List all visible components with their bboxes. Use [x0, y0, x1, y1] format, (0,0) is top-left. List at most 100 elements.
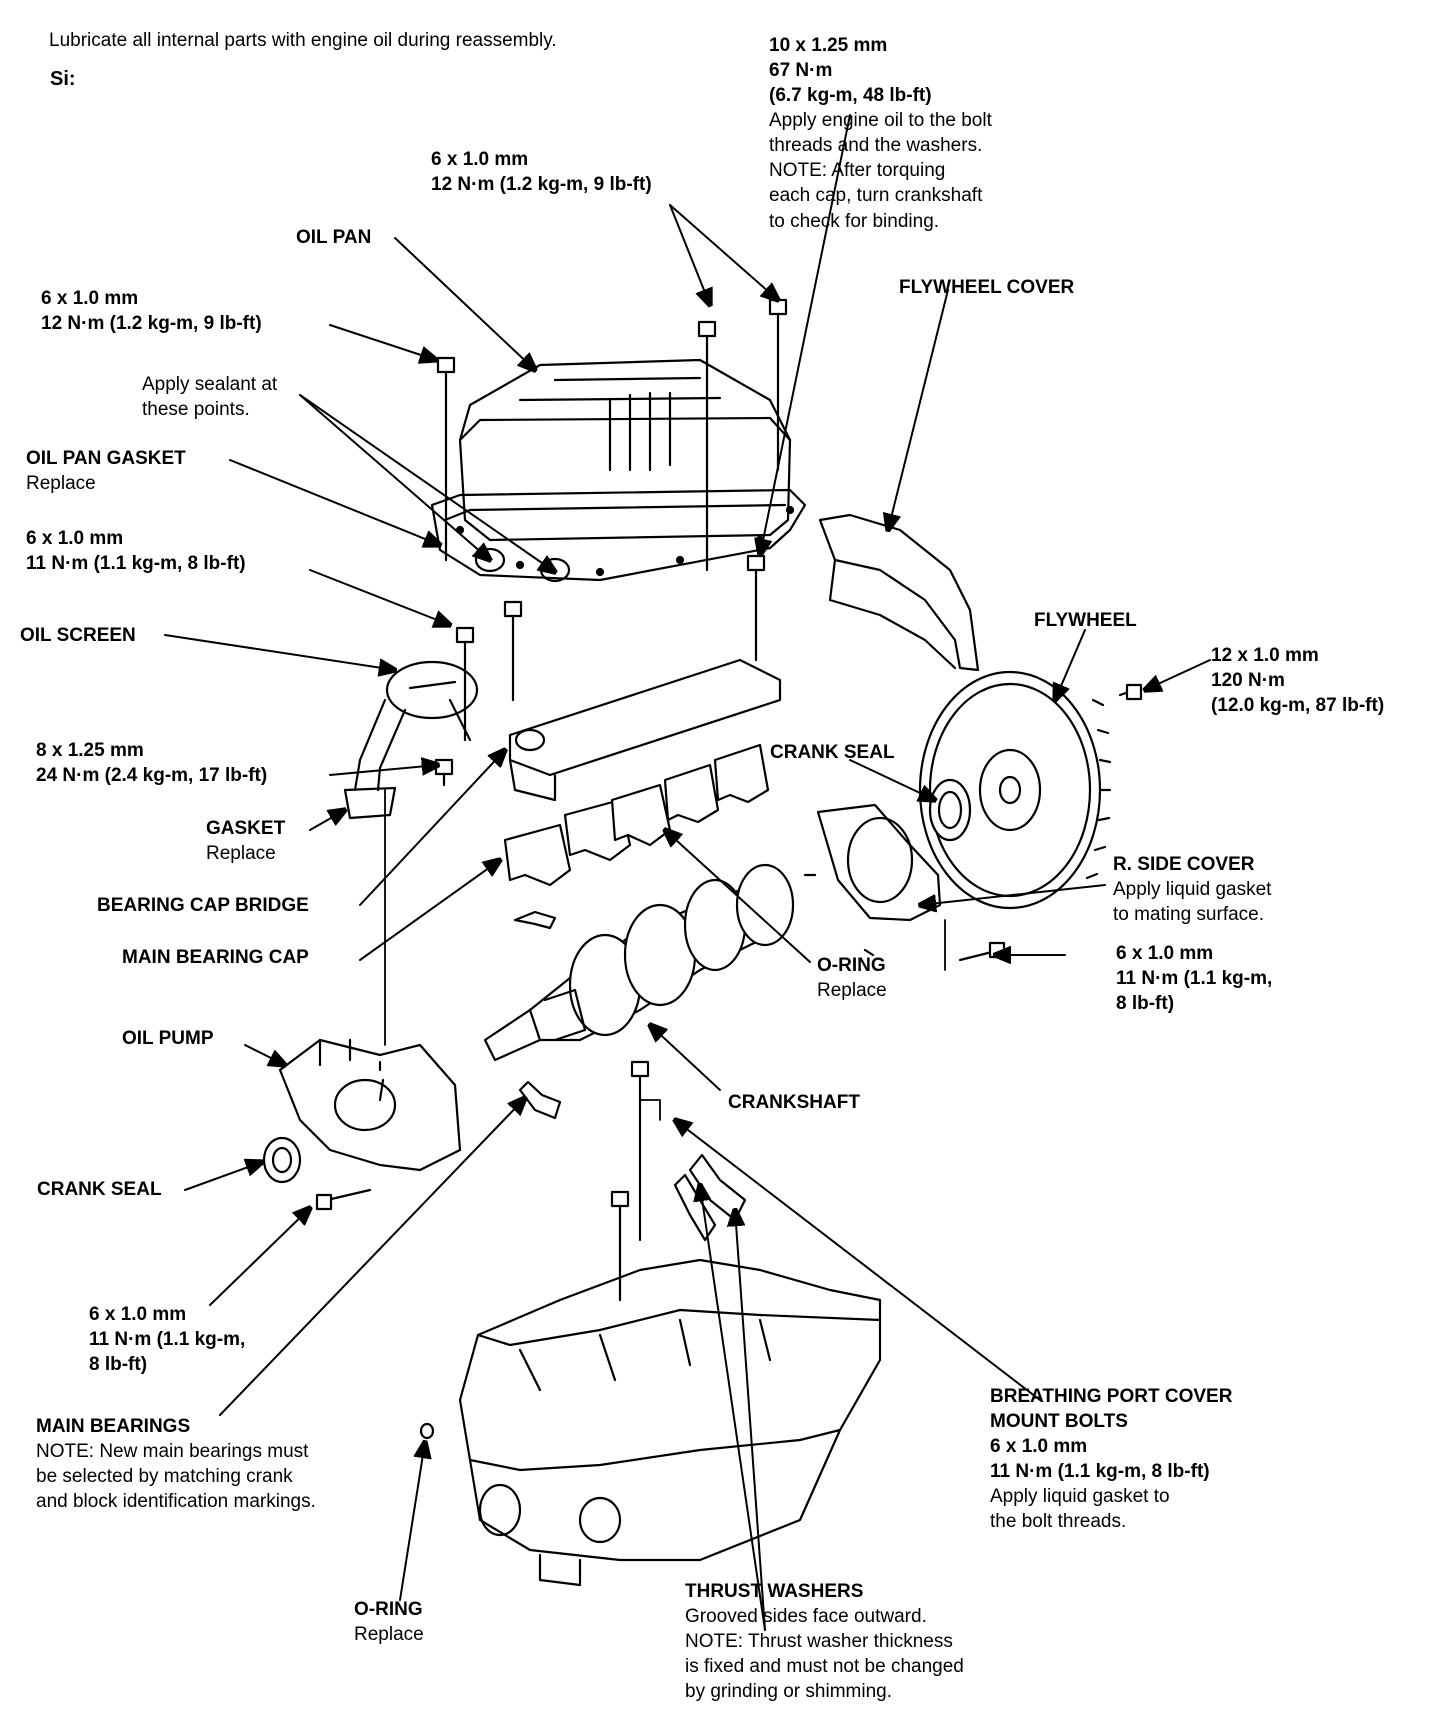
callout-line: 12 x 1.0 mm [1211, 645, 1319, 666]
callout-line: BEARING CAP BRIDGE [97, 895, 309, 916]
callout-line: the bolt threads. [990, 1511, 1127, 1533]
callout-line: these points. [142, 399, 250, 421]
callout-sealant: Apply sealant at these points. [142, 372, 277, 422]
callout-line: FLYWHEEL COVER [899, 277, 1075, 298]
thrust-washers-part [673, 1153, 747, 1242]
callout-crank-seal-right: CRANK SEAL [770, 740, 895, 765]
callout-crankshaft: CRANKSHAFT [728, 1090, 860, 1115]
flywheel-cover-part [818, 513, 980, 672]
callout-flywheel: FLYWHEEL [1034, 608, 1137, 633]
callout-line: 6 x 1.0 mm [1116, 943, 1214, 964]
flywheel-part [918, 670, 1112, 910]
callout-line: OIL SCREEN [20, 625, 136, 646]
callout-line: 120 N·m [1211, 670, 1285, 692]
callout-line: GASKET [206, 818, 286, 839]
callout-crank-seal-left: CRANK SEAL [37, 1177, 162, 1202]
callout-bolt-pump: 6 x 1.0 mm 11 N·m (1.1 kg-m, 8 lb-ft) [89, 1302, 245, 1377]
callout-line: CRANK SEAL [770, 742, 895, 763]
callout-line: 6 x 1.0 mm [26, 528, 124, 549]
callout-line: 6 x 1.0 mm [431, 149, 529, 170]
callout-line: 12 N·m (1.2 kg-m, 9 lb-ft) [431, 174, 652, 196]
callout-line: 11 N·m (1.1 kg-m, 8 lb-ft) [26, 553, 246, 575]
model-label: Si: [50, 66, 76, 92]
callout-line: 11 N·m (1.1 kg-m, 8 lb-ft) [990, 1461, 1210, 1483]
callout-line: Apply liquid gasket to [990, 1486, 1170, 1508]
callout-bolt-top-mid: 6 x 1.0 mm 12 N·m (1.2 kg-m, 9 lb-ft) [431, 147, 652, 197]
callout-thrust-washers: THRUST WASHERS Grooved sides face outwar… [685, 1579, 964, 1704]
callout-line: 11 N·m (1.1 kg-m, [1116, 968, 1273, 990]
callout-line: O-RING [817, 955, 886, 976]
callout-line: threads and the washers. [769, 135, 983, 157]
callout-line: 8 x 1.25 mm [36, 740, 144, 761]
main-bearing-caps-part [503, 743, 770, 887]
callout-line: each cap, turn crankshaft [769, 185, 983, 207]
callout-line: Replace [206, 843, 276, 865]
callout-flywheel-cover: FLYWHEEL COVER [899, 275, 1074, 300]
callout-line: Apply engine oil to the bolt [769, 110, 992, 132]
callout-line: FLYWHEEL [1034, 610, 1137, 631]
callout-line: CRANKSHAFT [728, 1092, 860, 1113]
callout-oil-pump: OIL PUMP [122, 1026, 214, 1051]
leader-lines [164, 114, 1211, 1631]
callout-line: Grooved sides face outward. [685, 1606, 927, 1628]
callout-oil-pan: OIL PAN [296, 225, 371, 250]
callout-line: R. SIDE COVER [1113, 854, 1255, 875]
callout-line: Apply liquid gasket [1113, 879, 1272, 901]
callout-gasket: GASKET Replace [206, 816, 285, 866]
callout-bolt-pan-left: 6 x 1.0 mm 12 N·m (1.2 kg-m, 9 lb-ft) [41, 286, 262, 336]
callout-line: (12.0 kg-m, 87 lb-ft) [1211, 695, 1385, 717]
callout-line: by grinding or shimming. [685, 1681, 892, 1703]
callout-line: (6.7 kg-m, 48 lb-ft) [769, 85, 932, 107]
callout-breathing-port: BREATHING PORT COVER MOUNT BOLTS 6 x 1.0… [990, 1384, 1232, 1534]
callout-line: to check for binding. [769, 210, 940, 232]
callout-line: OIL PAN GASKET [26, 448, 186, 469]
callout-line: Replace [817, 980, 887, 1002]
bearing-cap-bridge-part [508, 658, 782, 802]
callout-line: MAIN BEARING CAP [122, 947, 309, 968]
callout-bearing-cap-bridge: BEARING CAP BRIDGE [97, 893, 309, 918]
callout-main-bearing-cap: MAIN BEARING CAP [122, 945, 309, 970]
callout-line: to mating surface. [1113, 904, 1265, 926]
callout-line: MAIN BEARINGS [36, 1416, 191, 1437]
crank-seal-right-part [928, 778, 972, 842]
callout-bolt-8mm: 8 x 1.25 mm 24 N·m (2.4 kg-m, 17 lb-ft) [36, 738, 267, 788]
callout-line: MOUNT BOLTS [990, 1411, 1128, 1433]
callout-line: and block identification markings. [36, 1491, 316, 1513]
callout-line: CRANK SEAL [37, 1179, 162, 1200]
crankshaft-part [483, 863, 795, 1062]
callout-line: 6 x 1.0 mm [41, 288, 139, 309]
callout-r-side-cover: R. SIDE COVER Apply liquid gasket to mat… [1113, 852, 1271, 927]
callout-line: BREATHING PORT COVER [990, 1386, 1233, 1407]
callout-line: NOTE: New main bearings must [36, 1441, 309, 1463]
intro-note: Lubricate all internal parts with engine… [49, 28, 557, 53]
r-side-cover-part [803, 803, 942, 957]
callout-line: 12 N·m (1.2 kg-m, 9 lb-ft) [41, 313, 262, 335]
callout-line: 67 N·m [769, 60, 833, 82]
callout-line: OIL PAN [296, 227, 372, 248]
callout-o-ring-mid: O-RING Replace [817, 953, 887, 1003]
callout-line: 11 N·m (1.1 kg-m, [89, 1329, 246, 1351]
oil-pan-part [430, 358, 807, 583]
callout-bolt-screen: 6 x 1.0 mm 11 N·m (1.1 kg-m, 8 lb-ft) [26, 526, 246, 576]
callout-bolt-flywheel: 12 x 1.0 mm 120 N·m (12.0 kg-m, 87 lb-ft… [1211, 643, 1384, 718]
engine-block-part [458, 1258, 882, 1587]
callout-line: Replace [26, 473, 96, 495]
main-bearing-shell-part [513, 910, 562, 1120]
callout-line: NOTE: After torquing [769, 160, 946, 182]
callout-line: THRUST WASHERS [685, 1581, 864, 1602]
callout-main-bearings: MAIN BEARINGS NOTE: New main bearings mu… [36, 1414, 316, 1514]
callout-line: OIL PUMP [122, 1028, 214, 1049]
callout-line: 6 x 1.0 mm [89, 1304, 187, 1325]
callout-line: O-RING [354, 1599, 423, 1620]
callout-line: 10 x 1.25 mm [769, 35, 888, 56]
callout-oil-pan-gasket: OIL PAN GASKET Replace [26, 446, 186, 496]
crank-seal-left-part [262, 1136, 302, 1184]
callout-line: 8 lb-ft) [89, 1354, 148, 1376]
oil-screen-part [343, 660, 479, 820]
callout-bolt-side-cover: 6 x 1.0 mm 11 N·m (1.1 kg-m, 8 lb-ft) [1116, 941, 1272, 1016]
callout-o-ring-bottom: O-RING Replace [354, 1597, 424, 1647]
model-text: Si: [50, 68, 76, 90]
callout-line: Replace [354, 1624, 424, 1646]
